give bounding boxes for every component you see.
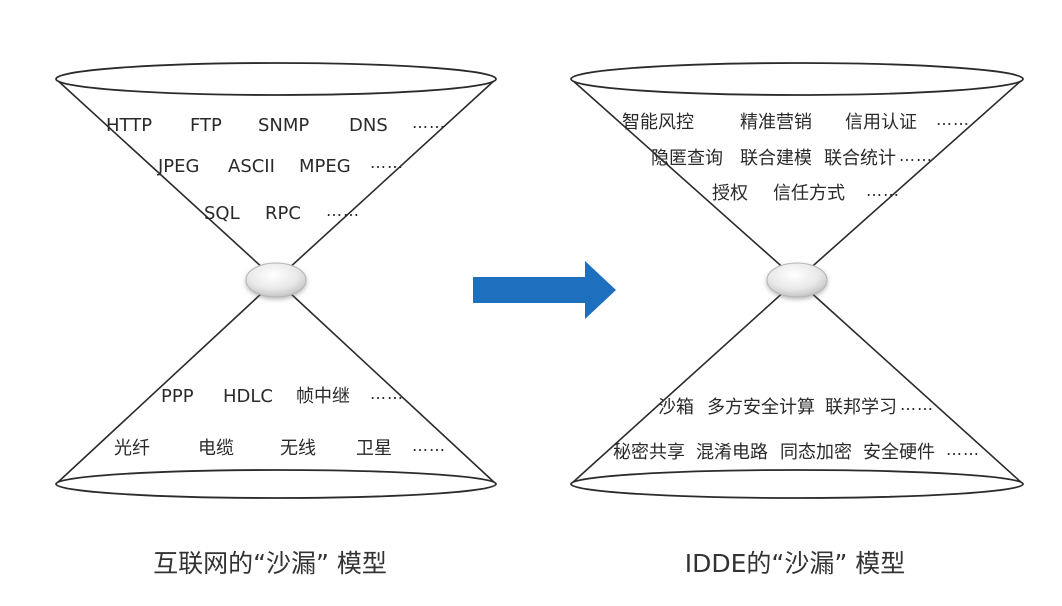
- left-bottom-row1-item2: HDLC: [223, 386, 273, 407]
- left-hourglass-top-rim: [55, 62, 497, 96]
- right-top-row1-item3: 信用认证: [845, 112, 917, 133]
- left-top-row1-item2: FTP: [190, 115, 222, 136]
- left-top-row2-item2: ASCII: [228, 156, 275, 177]
- right-bottom-row1-ellipsis: ……: [900, 395, 934, 414]
- right-hourglass-top-rim: [570, 62, 1024, 96]
- left-bottom-row1-item1: PPP: [161, 386, 194, 407]
- left-top-row2-item3: MPEG: [299, 156, 351, 177]
- right-top-row1-ellipsis: ……: [936, 110, 970, 129]
- right-top-row3-item2: 信任方式: [773, 183, 845, 204]
- left-bottom-row2-ellipsis: ……: [412, 436, 446, 455]
- left-top-row2-item1: JPEG: [157, 156, 199, 177]
- right-top-row2-item1: 隐匿查询: [651, 148, 723, 169]
- right-hourglass-bottom-rim: [570, 469, 1024, 499]
- right-top-row2-item2: 联合建模: [740, 148, 812, 169]
- right-bottom-row2-item1: 秘密共享: [613, 442, 685, 463]
- right-bottom-row2-item2: 混淆电路: [696, 442, 768, 463]
- right-bottom-row2-ellipsis: ……: [946, 440, 980, 459]
- right-bottom-row1-item3: 联邦学习: [825, 397, 897, 418]
- left-model-caption: 互联网的“沙漏” 模型: [153, 549, 387, 578]
- left-top-row1-item4: DNS: [349, 115, 388, 136]
- left-bottom-row1-ellipsis: ……: [370, 384, 404, 403]
- transition-arrow-icon: [473, 261, 616, 319]
- left-hourglass-waist: [245, 262, 307, 298]
- right-hourglass-waist: [766, 262, 828, 298]
- right-bottom-row2-item3: 同态加密: [780, 442, 852, 463]
- left-bottom-row2-item2: 电缆: [198, 438, 234, 459]
- left-top-row1-item1: HTTP: [106, 115, 152, 136]
- right-top-row1-item2: 精准营销: [740, 112, 812, 133]
- right-model-caption: IDDE的“沙漏” 模型: [685, 549, 906, 578]
- right-hourglass: 智能风控 精准营销 信用认证 …… 隐匿查询 联合建模 联合统计 …… 授权 信…: [570, 62, 1024, 578]
- right-bottom-row2-item4: 安全硬件: [863, 442, 935, 463]
- left-top-row1-ellipsis: ……: [412, 113, 446, 132]
- left-top-row3-ellipsis: ……: [326, 201, 360, 220]
- right-top-row2-ellipsis: ……: [899, 146, 933, 165]
- left-top-row2-ellipsis: ……: [370, 153, 404, 172]
- left-hourglass-upper-cone: [55, 78, 497, 282]
- right-bottom-row1-item2: 多方安全计算: [707, 397, 815, 418]
- left-hourglass-bottom-rim: [55, 469, 497, 499]
- right-top-row3-item1: 授权: [712, 183, 748, 204]
- right-bottom-row1-item1: 沙箱: [658, 397, 694, 418]
- left-top-row1-item3: SNMP: [258, 115, 309, 136]
- left-hourglass: HTTP FTP SNMP DNS …… JPEG ASCII MPEG …… …: [55, 62, 497, 578]
- left-bottom-row1-item3: 帧中继: [296, 386, 350, 407]
- left-top-row3-item1: SQL: [204, 203, 240, 224]
- right-top-row1-item1: 智能风控: [622, 112, 694, 133]
- right-top-row2-item3: 联合统计: [824, 148, 896, 169]
- left-bottom-row2-item4: 卫星: [356, 438, 392, 459]
- left-bottom-row2-item1: 光纤: [114, 438, 150, 459]
- right-top-row3-ellipsis: ……: [866, 181, 900, 200]
- left-bottom-row2-item3: 无线: [280, 438, 316, 459]
- left-top-row3-item2: RPC: [265, 203, 301, 224]
